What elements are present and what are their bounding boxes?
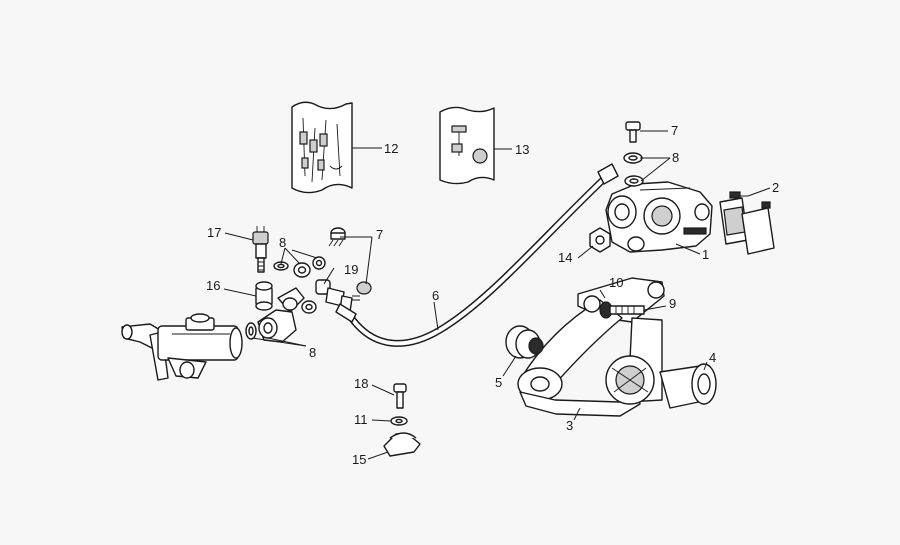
callout-12: 12 [384, 141, 398, 156]
callout-10: 10 [609, 275, 623, 290]
brake-caliper-1 [605, 181, 713, 253]
bush-5 [505, 325, 544, 359]
callout-8-upper-left: 8 [279, 235, 286, 250]
callout-4: 4 [709, 350, 716, 365]
stop-light-switch-17 [252, 226, 269, 273]
nut-14 [589, 227, 611, 253]
bush-4 [605, 355, 717, 409]
callout-5: 5 [495, 375, 502, 390]
callout-13: 13 [515, 142, 529, 157]
callout-labels: 12 13 7 8 2 1 14 10 9 5 4 3 6 7 8 8 16 1… [206, 123, 779, 467]
callout-14: 14 [558, 250, 572, 265]
callout-2: 2 [772, 180, 779, 195]
leader-lines [223, 130, 771, 460]
sealing-washers-top [273, 256, 326, 278]
callout-11: 11 [354, 412, 368, 427]
guide-plate-3 [519, 391, 641, 417]
callout-8-lower-left: 8 [309, 345, 316, 360]
callout-3: 3 [566, 418, 573, 433]
callout-7-left: 7 [376, 227, 383, 242]
callout-18: 18 [354, 376, 368, 391]
callout-1: 1 [702, 247, 709, 262]
callout-7-caliper: 7 [671, 123, 678, 138]
callout-17: 17 [207, 225, 221, 240]
banjo-bolt-7-left [328, 227, 346, 247]
sealing-washers-left [245, 300, 317, 340]
callout-8-caliper: 8 [672, 150, 679, 165]
callout-15: 15 [352, 452, 366, 467]
brake-master-cylinder [121, 313, 243, 381]
brake-hose-6 [335, 163, 619, 347]
callout-16: 16 [206, 278, 220, 293]
banjo-bolt-7-right [623, 121, 644, 187]
hose-clamp-assembly [383, 383, 421, 457]
brake-line-union [257, 287, 305, 343]
callout-9: 9 [669, 296, 676, 311]
brake-pads-2 [719, 191, 775, 255]
callout-19: 19 [344, 262, 358, 277]
callout-6: 6 [432, 288, 439, 303]
spare-parts-bag-13 [439, 106, 495, 185]
spare-parts-bag-12 [291, 101, 353, 194]
union-16 [255, 281, 273, 311]
